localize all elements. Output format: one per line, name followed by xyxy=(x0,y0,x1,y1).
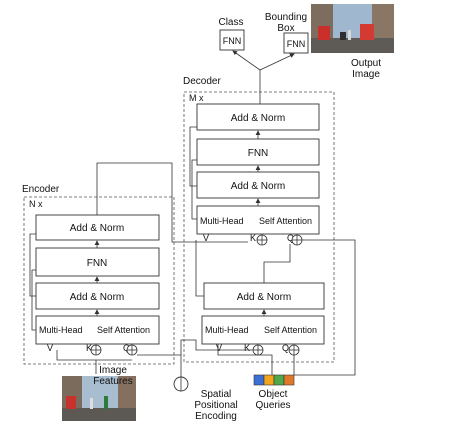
dec-self-to-cross-q xyxy=(263,244,291,283)
encoder-q-label: Q xyxy=(123,343,130,353)
decoder-self-attention xyxy=(201,315,325,345)
decoder-k2-label: K xyxy=(244,343,250,353)
output-image-thumbnail xyxy=(311,4,394,53)
encoder-attn-right-label: Self Attention xyxy=(97,325,150,335)
decoder-add-norm-self xyxy=(203,282,325,310)
object-queries-line1: Object xyxy=(259,389,288,400)
encoder-memory-line xyxy=(96,162,248,243)
queries-to-v2 xyxy=(217,344,273,375)
object-queries-strip xyxy=(253,374,295,386)
encoder-frame xyxy=(23,196,175,365)
output-image-label-line2: Image xyxy=(352,69,380,80)
decoder-v2-label: V xyxy=(216,343,222,353)
arrow-to-bbox-ffn xyxy=(259,53,295,71)
encoder-title: Encoder xyxy=(22,184,60,195)
enc-residual-2 xyxy=(31,269,36,331)
dec-residual-3 xyxy=(195,240,204,297)
bbox-ffn-box xyxy=(283,32,309,54)
dec-residual-1 xyxy=(189,126,197,187)
features-to-v xyxy=(56,350,132,361)
encoder-add-norm-top xyxy=(35,214,160,241)
queries-to-q1 xyxy=(294,239,356,376)
bbox-label-line1: Bounding xyxy=(265,12,307,23)
decoder-cross-attn-left-label: Multi-Head xyxy=(200,216,244,226)
encoder-add-norm-bottom-label: Add & Norm xyxy=(70,292,124,303)
decoder-q1-label: Q xyxy=(287,233,294,243)
dec-residual-2 xyxy=(191,159,197,220)
decoder-add-norm-mid-label: Add & Norm xyxy=(231,181,285,192)
decoder-k1-label: K xyxy=(250,233,256,243)
spatial-label-line3: Encoding xyxy=(195,411,237,422)
object-queries-line2: Queries xyxy=(255,400,290,411)
encoder-add-norm-top-label: Add & Norm xyxy=(70,223,124,234)
decoder-q2-label: Q xyxy=(282,343,289,353)
decoder-add-norm-mid xyxy=(196,171,320,199)
encoder-ffn-box xyxy=(35,247,160,277)
decoder-frame xyxy=(183,91,335,363)
enc-residual-1 xyxy=(29,233,36,297)
input-image-thumbnail xyxy=(62,376,136,421)
class-ffn-label: FNN xyxy=(223,36,242,46)
decoder-ffn-label: FNN xyxy=(248,148,269,159)
decoder-v1-label: V xyxy=(203,233,209,243)
decoder-repeat: M x xyxy=(189,93,204,103)
class-ffn-box xyxy=(219,29,245,51)
encoder-ffn-label: FNN xyxy=(87,258,108,269)
spatial-label-line2: Positional xyxy=(194,400,237,411)
bbox-label-line2: Box xyxy=(277,23,294,34)
encoder-k-label: K xyxy=(86,343,92,353)
decoder-add-norm-top-label: Add & Norm xyxy=(231,113,285,124)
decoder-title: Decoder xyxy=(183,76,221,87)
arrow-to-class-ffn xyxy=(232,50,261,71)
image-features-line2: Features xyxy=(93,376,132,387)
decoder-self-attn-right-label: Self Attention xyxy=(264,325,317,335)
bbox-ffn-label: FNN xyxy=(287,39,306,49)
encoder-add-norm-bottom xyxy=(35,282,160,310)
output-image-label-line1: Output xyxy=(351,58,381,69)
encoder-repeat: N x xyxy=(29,199,43,209)
class-label: Class xyxy=(218,17,243,28)
encoder-self-attention xyxy=(35,315,160,345)
spatial-label-line1: Spatial xyxy=(201,389,232,400)
decoder-cross-attn-right-label: Self Attention xyxy=(259,216,312,226)
decoder-cross-attention xyxy=(196,205,320,235)
decoder-self-attn-left-label: Multi-Head xyxy=(205,325,249,335)
encoder-attn-left-label: Multi-Head xyxy=(39,325,83,335)
decoder-add-norm-self-label: Add & Norm xyxy=(237,292,291,303)
decoder-add-norm-top xyxy=(196,103,320,131)
pos-enc-to-decoder xyxy=(180,339,253,355)
image-features-line1: Image xyxy=(99,365,127,376)
encoder-v-label: V xyxy=(47,343,53,353)
